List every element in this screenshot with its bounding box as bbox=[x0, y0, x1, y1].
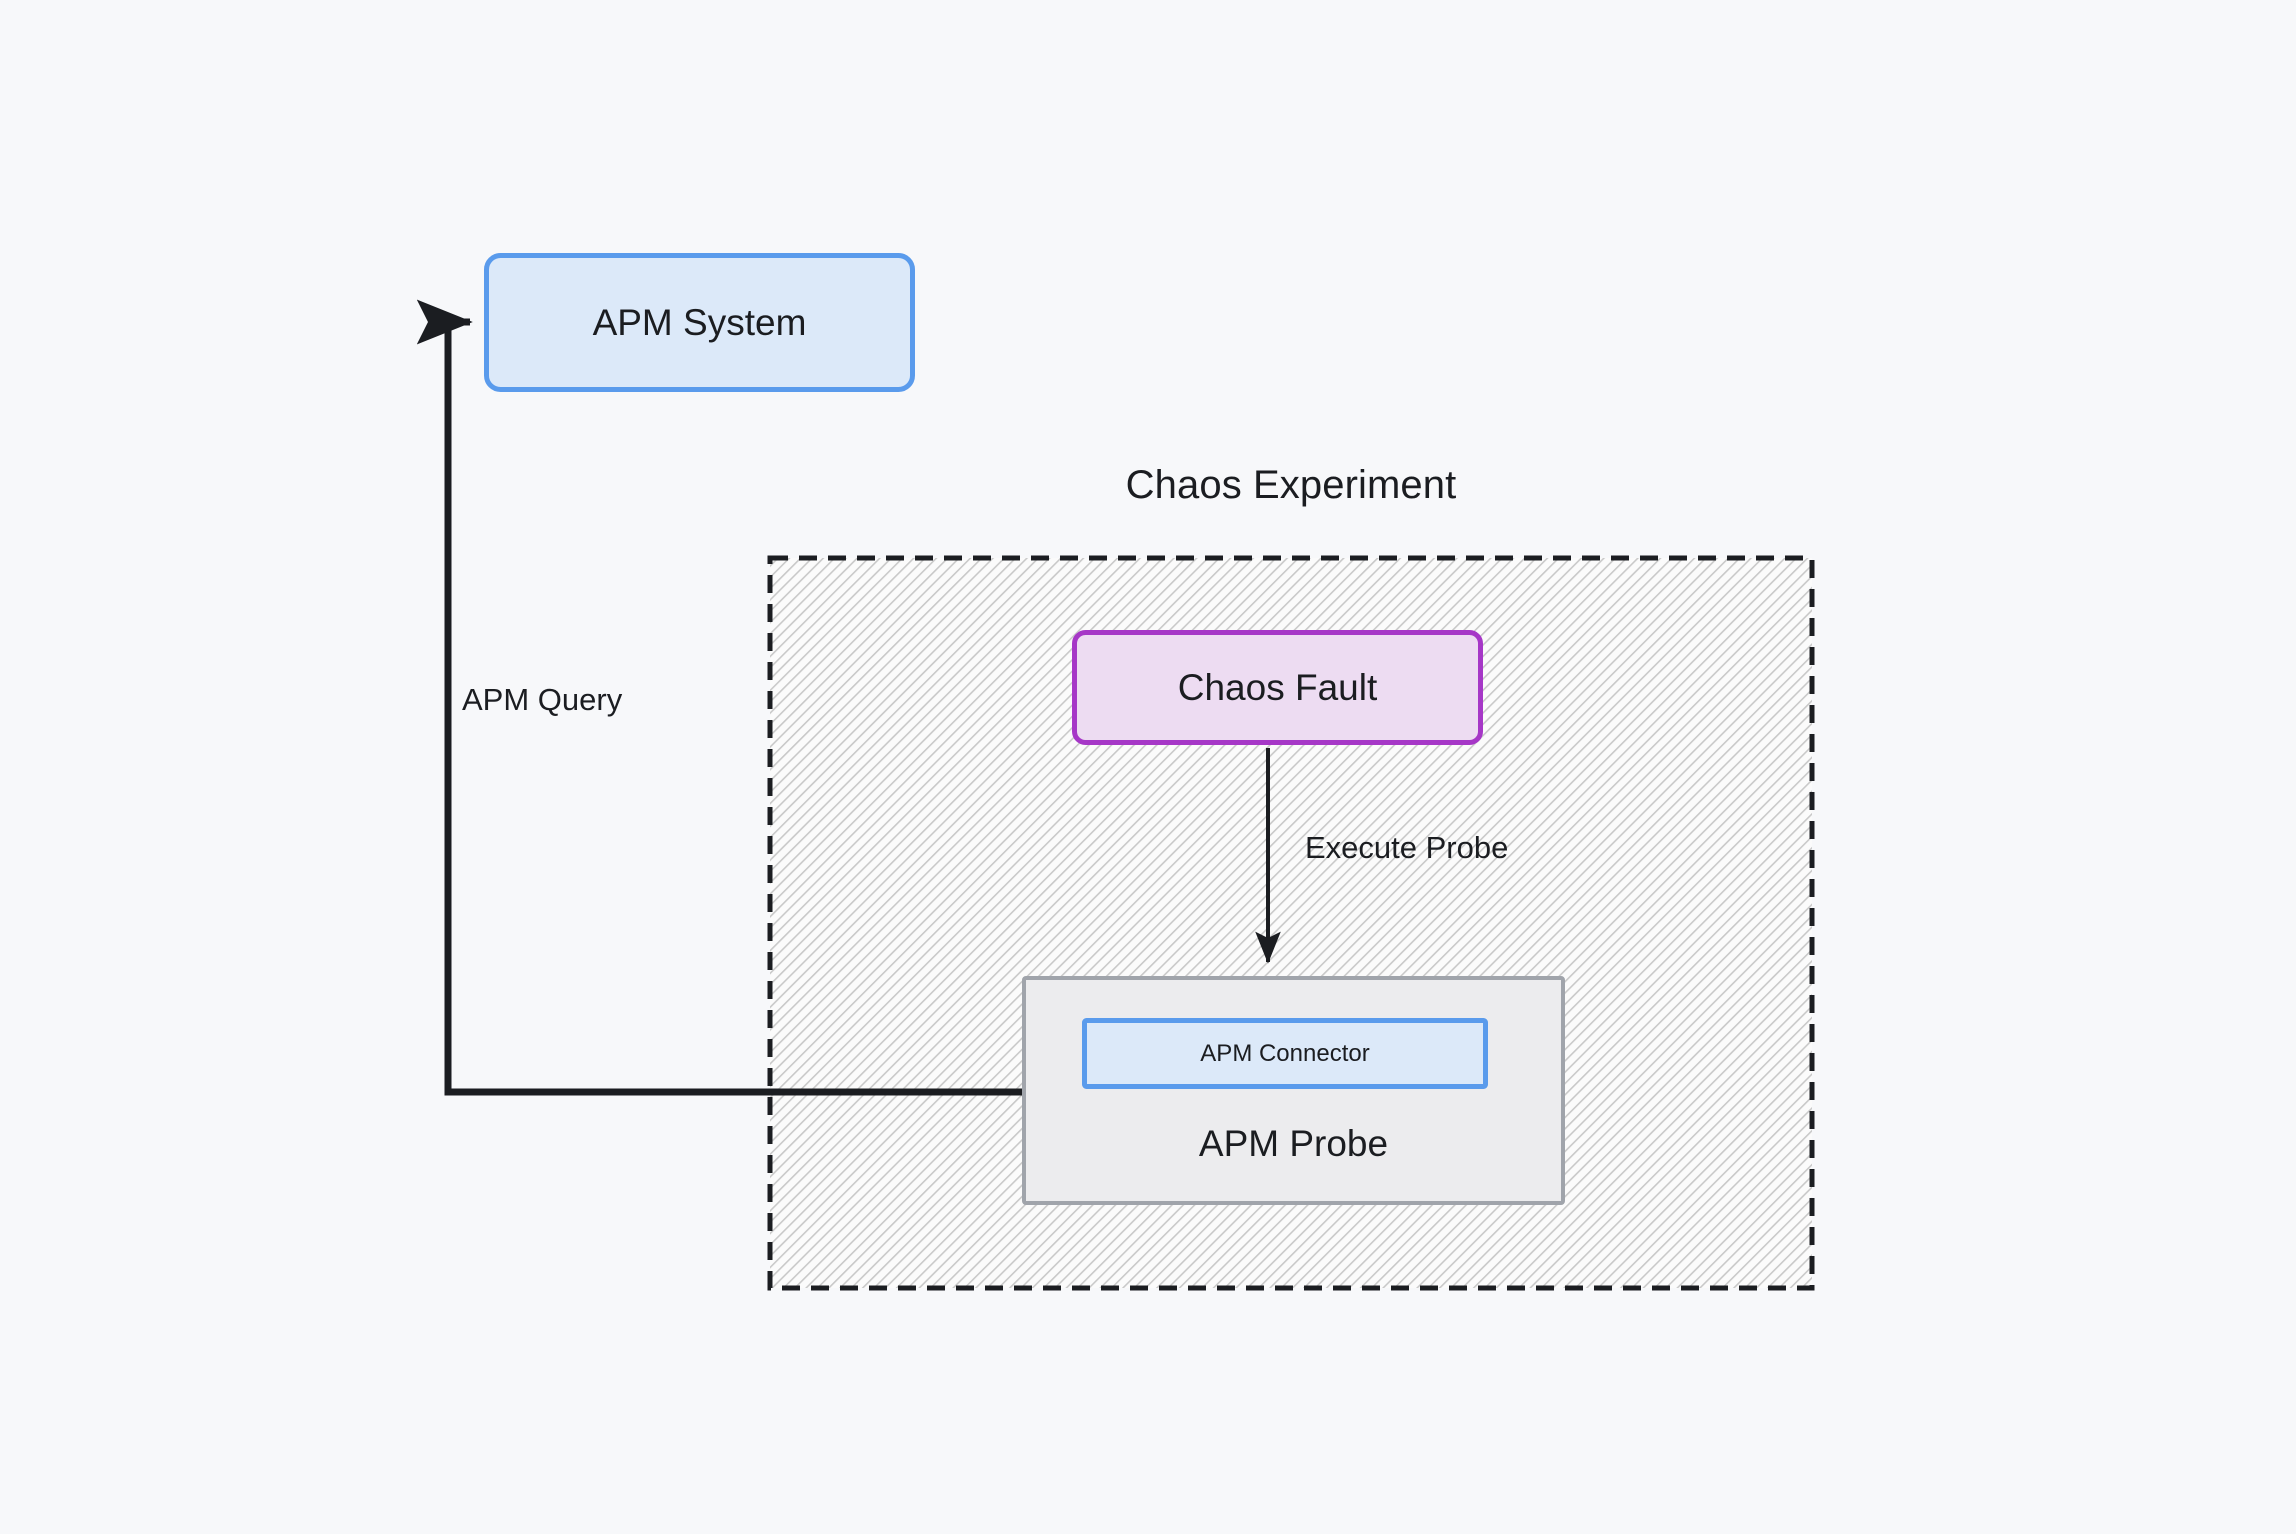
apm-probe-box[interactable] bbox=[1022, 976, 1565, 1205]
apm-system-box[interactable] bbox=[484, 253, 915, 392]
apm-connector-box[interactable] bbox=[1082, 1018, 1488, 1089]
edge-apm-query bbox=[416, 299, 1022, 1096]
chaos-fault-box[interactable] bbox=[1072, 630, 1483, 745]
